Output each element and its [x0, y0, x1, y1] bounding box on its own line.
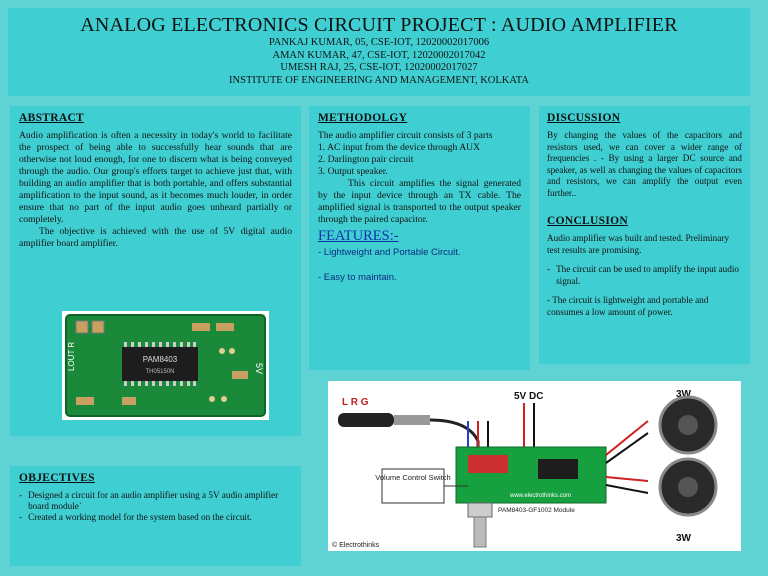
- discussion-paragraph: By changing the values of the capacitors…: [547, 130, 742, 198]
- methodology-list: 1. AC input from the device through AUX …: [318, 142, 521, 178]
- site-label: www.electrothinks.com: [509, 493, 571, 499]
- conclusion-bullet-1: - The circuit can be used to amplify the…: [547, 264, 742, 287]
- objectives-panel: OBJECTIVES - Designed a circuit for an a…: [10, 466, 301, 566]
- author-line-2: AMAN KUMAR, 47, CSE-IOT, 12020002017042: [272, 49, 486, 61]
- methodology-paragraph: This circuit amplifies the signal genera…: [318, 178, 521, 225]
- author-line-1: PANKAJ KUMAR, 05, CSE-IOT, 1202000201700…: [268, 37, 490, 48]
- bullet-dash-icon: -: [19, 490, 23, 500]
- author-line-3: UMESH RAJ, 25, CSE-IOT, 12020002017027: [280, 62, 478, 73]
- objective-item-2: - Created a working model for the system…: [19, 512, 292, 523]
- methodology-heading: METHODOLGY: [318, 112, 408, 124]
- volume-label: Volume Control Switch: [375, 473, 450, 482]
- abstract-heading: ABSTRACT: [19, 112, 85, 124]
- credit-label: © Electrothinks: [332, 541, 380, 549]
- board-label-right: 5V: [254, 363, 264, 374]
- methodology-panel: METHODOLGY The audio amplifier circuit c…: [309, 106, 530, 370]
- chip-code: TH05150N: [145, 369, 174, 375]
- methodology-item-2: 2. Darlington pair circuit: [318, 154, 414, 165]
- speaker-power-1: 3W: [676, 389, 692, 400]
- objective-item-1: - Designed a circuit for an audio amplif…: [19, 490, 292, 512]
- institute-line: INSTITUTE OF ENGINEERING AND MANAGEMENT,…: [229, 74, 529, 86]
- discussion-panel: DISCUSSION By changing the values of the…: [539, 106, 750, 364]
- bullet-dash-icon: -: [19, 512, 23, 522]
- abstract-paragraph-1: Audio amplification is often a necessity…: [19, 130, 292, 225]
- amplifier-board-photo: PAM8403 TH05150N LOUT R 5V: [62, 311, 269, 420]
- feature-item-1: - Lightweight and Portable Circuit.: [318, 247, 461, 258]
- discussion-heading: DISCUSSION: [547, 112, 621, 124]
- objective-item-1-text: Designed a circuit for an audio amplifie…: [28, 490, 279, 511]
- conclusion-heading: CONCLUSION: [547, 215, 628, 227]
- poster-header: ANALOG ELECTRONICS CIRCUIT PROJECT : AUD…: [8, 8, 750, 96]
- poster-title: ANALOG ELECTRONICS CIRCUIT PROJECT : AUD…: [80, 14, 678, 36]
- objectives-heading: OBJECTIVES: [19, 472, 95, 484]
- objective-item-2-text: Created a working model for the system b…: [28, 512, 252, 522]
- abstract-paragraph-2: The objective is achieved with the use o…: [19, 226, 292, 249]
- circuit-diagram: L R G 5V DC www.electrothinks.com PAM840…: [328, 381, 741, 551]
- chip-label: PAM8403: [143, 355, 178, 364]
- lrg-label: L R G: [342, 397, 369, 408]
- conclusion-bullet-1-text: The circuit can be used to amplify the i…: [556, 264, 739, 286]
- dc-label: 5V DC: [514, 391, 543, 402]
- board-label-left: LOUT R: [67, 342, 76, 371]
- objectives-list: - Designed a circuit for an audio amplif…: [19, 490, 292, 523]
- speaker-power-2: 3W: [676, 533, 692, 544]
- module-label: PAM8403-GF1002 Module: [498, 507, 575, 514]
- methodology-item-3: 3. Output speaker.: [318, 166, 388, 177]
- bullet-dash-icon: -: [547, 264, 551, 274]
- methodology-item-1: 1. AC input from the device through AUX: [318, 142, 481, 153]
- feature-item-2: - Easy to maintain.: [318, 272, 397, 283]
- conclusion-bullet-2: - The circuit is lightweight and portabl…: [547, 295, 709, 317]
- conclusion-paragraph: Audio amplifier was built and tested. Pr…: [547, 233, 729, 255]
- methodology-intro: The audio amplifier circuit consists of …: [318, 130, 493, 141]
- features-heading: FEATURES:-: [318, 228, 399, 244]
